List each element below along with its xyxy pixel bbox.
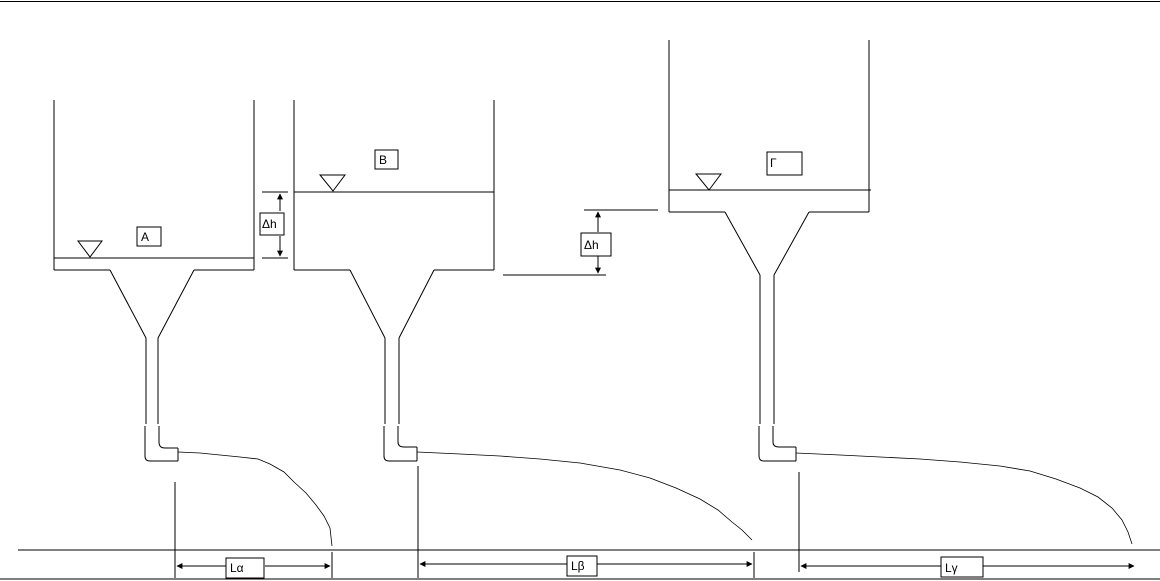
head-difference-ab: Δh [259, 191, 288, 259]
distance-a: Lα [174, 482, 333, 579]
distance-label-b: Lβ [571, 559, 585, 573]
distance-label-g: Lγ [945, 561, 958, 575]
tank-g: Γ [668, 40, 1133, 545]
water-level-icon-g [694, 173, 722, 191]
head-label-ab: Δh [262, 217, 277, 231]
jet-trajectory-b [416, 451, 753, 541]
distance-g: Lγ [798, 472, 1135, 578]
water-level-icon-b [318, 174, 346, 192]
jet-trajectory-g [795, 452, 1133, 545]
tank-label-a: A [141, 230, 149, 244]
head-difference-bg: Δh [503, 209, 658, 276]
tank-label-b: B [379, 153, 387, 167]
water-level-icon-a [77, 240, 103, 258]
distance-b: Lβ [417, 466, 755, 578]
distance-label-a: Lα [230, 561, 244, 575]
tank-b: B [293, 100, 753, 541]
tank-a: A [53, 100, 333, 547]
tank-label-g: Γ [770, 156, 777, 170]
jet-trajectory-a [177, 451, 333, 547]
head-label-bg: Δh [584, 238, 599, 252]
